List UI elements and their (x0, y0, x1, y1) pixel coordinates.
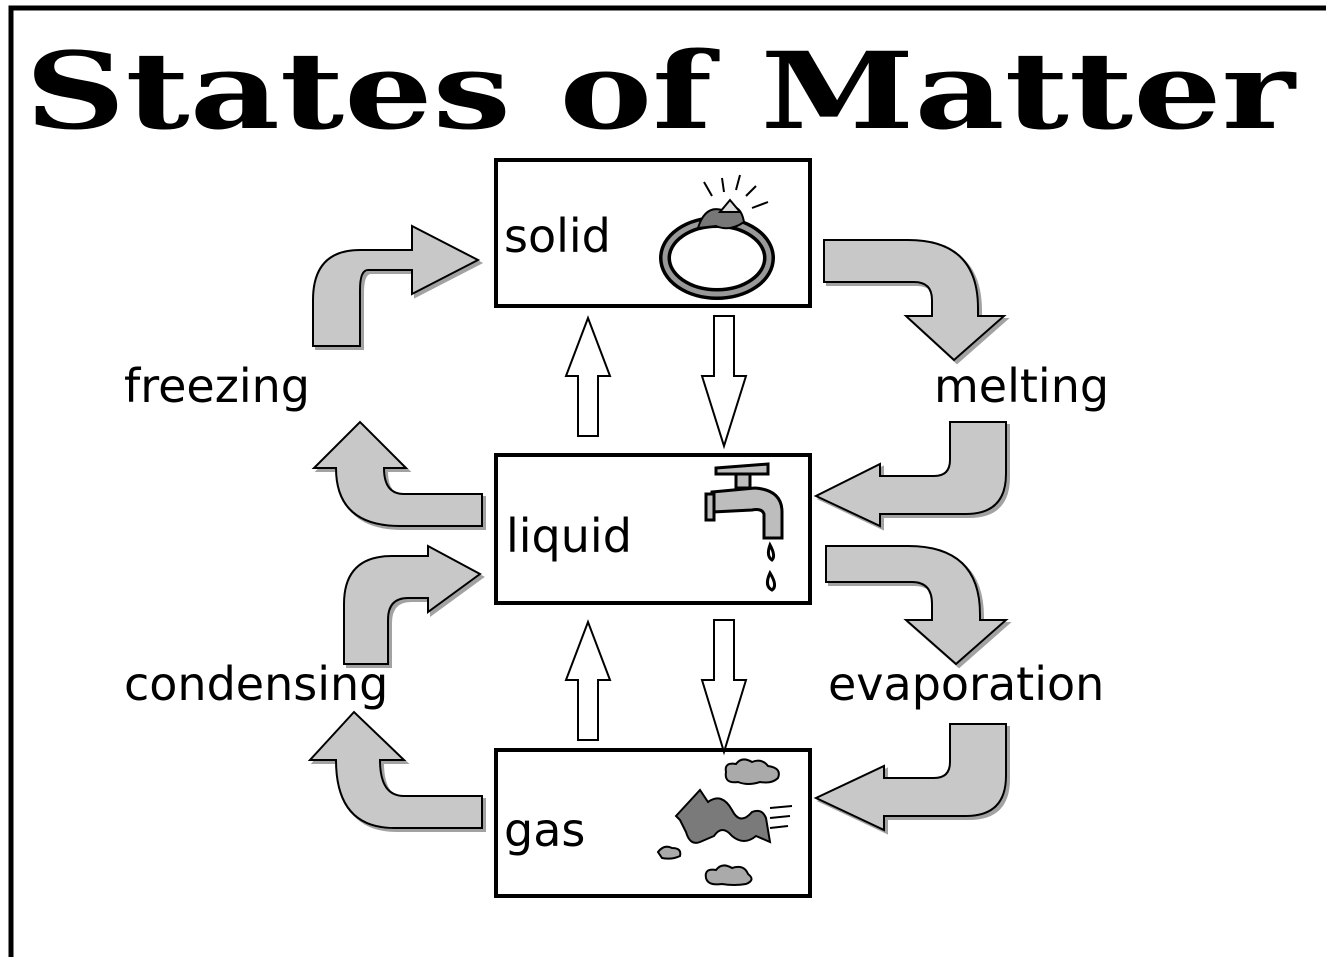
evaporation-arrow-from-liquid (825, 545, 1009, 666)
liquid-box: liquid (494, 453, 812, 605)
faucet-icon (704, 462, 784, 592)
diagram-title: States of Matter (25, 28, 1296, 153)
wind-clouds-icon (656, 758, 793, 886)
solid-label: solid (504, 209, 611, 263)
freezing-arrow-from-liquid (311, 420, 483, 527)
condensing-arrow-to-liquid (343, 544, 482, 665)
liquid-label: liquid (506, 509, 632, 563)
melting-label: melting (934, 359, 1109, 413)
melting-arrow-from-solid (823, 239, 1007, 362)
condensing-arrow-from-gas (307, 710, 483, 829)
page-frame (8, 5, 1326, 957)
evaporation-arrow-to-gas (813, 723, 1007, 832)
arrow-gas-to-liquid (564, 619, 612, 741)
gas-label: gas (504, 803, 585, 857)
freezing-arrow-to-solid (312, 224, 481, 347)
evaporation-label: evaporation (828, 657, 1104, 711)
arrow-solid-to-liquid (700, 315, 748, 450)
arrow-liquid-to-solid (564, 315, 612, 437)
melting-arrow-to-liquid (813, 421, 1007, 528)
ring-icon (659, 174, 775, 300)
condensing-label: condensing (124, 657, 388, 711)
arrow-liquid-to-gas (700, 619, 748, 756)
freezing-label: freezing (124, 359, 310, 413)
